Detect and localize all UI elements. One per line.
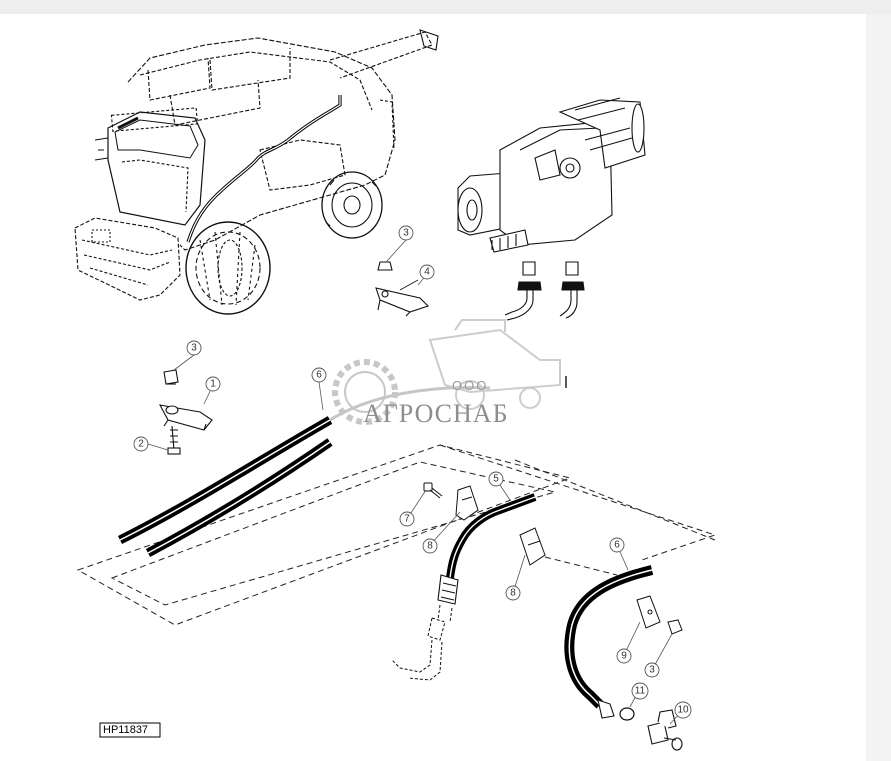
callout-10: 10	[674, 701, 692, 719]
reference-code-box: HP11837	[99, 722, 161, 738]
svg-text:1: 1	[210, 379, 216, 390]
watermark-logo	[329, 319, 561, 425]
combine-harvester-illustration	[74, 29, 439, 315]
svg-text:8: 8	[510, 588, 516, 599]
callout-7: 7	[399, 511, 415, 527]
callout-3-left: 3	[186, 340, 202, 356]
watermark-small-text: ООО	[452, 378, 488, 393]
svg-text:9: 9	[621, 651, 627, 662]
screw-item-7	[423, 482, 443, 499]
svg-text:3: 3	[403, 228, 409, 239]
assembly-dashed-outlines	[76, 444, 717, 626]
hydraulic-valve-block	[457, 97, 646, 321]
svg-text:3: 3	[191, 343, 197, 354]
svg-text:8: 8	[427, 541, 433, 552]
hose-6-assembly	[564, 565, 654, 719]
svg-text:3: 3	[649, 665, 655, 676]
clamp-assembly-left	[158, 369, 213, 455]
hose-5-assembly	[391, 493, 537, 681]
svg-text:6: 6	[316, 370, 322, 381]
svg-text:7: 7	[404, 514, 410, 525]
svg-text:4: 4	[424, 267, 430, 278]
svg-text:6: 6	[614, 540, 620, 551]
clip-item-8a	[455, 485, 479, 521]
svg-text:10: 10	[677, 705, 689, 716]
callout-3-top: 3	[398, 225, 414, 241]
callout-6-right: 6	[609, 537, 625, 553]
callout-1: 1	[205, 376, 221, 392]
reference-code-text: HP11837	[103, 724, 148, 736]
clip-item-8b	[519, 527, 546, 566]
diagram-sheet	[0, 14, 866, 761]
svg-text:2: 2	[138, 439, 144, 450]
callout-6-left: 6	[311, 367, 327, 383]
upper-clamp-bracket	[375, 261, 430, 317]
callout-9: 9	[616, 648, 632, 664]
elbow-fitting-item-10	[647, 709, 683, 751]
o-ring-item-11	[619, 707, 635, 721]
watermark-brand-text: АГРОСНАБ	[363, 399, 509, 428]
callout-5: 5	[488, 471, 504, 487]
svg-text:11: 11	[635, 686, 646, 697]
top-strip	[0, 0, 891, 14]
nut-item-3-right	[667, 619, 683, 635]
right-scroll-strip	[866, 14, 891, 761]
callout-2: 2	[133, 436, 149, 452]
callout-4: 4	[419, 264, 435, 280]
callout-8-first: 8	[422, 538, 438, 554]
plate-item-9	[636, 595, 661, 629]
callout-8-second: 8	[505, 585, 521, 601]
callout-3-right: 3	[644, 662, 660, 678]
callout-11: 11	[631, 682, 649, 700]
svg-text:5: 5	[493, 474, 499, 485]
long-hoses-pair	[117, 416, 333, 557]
